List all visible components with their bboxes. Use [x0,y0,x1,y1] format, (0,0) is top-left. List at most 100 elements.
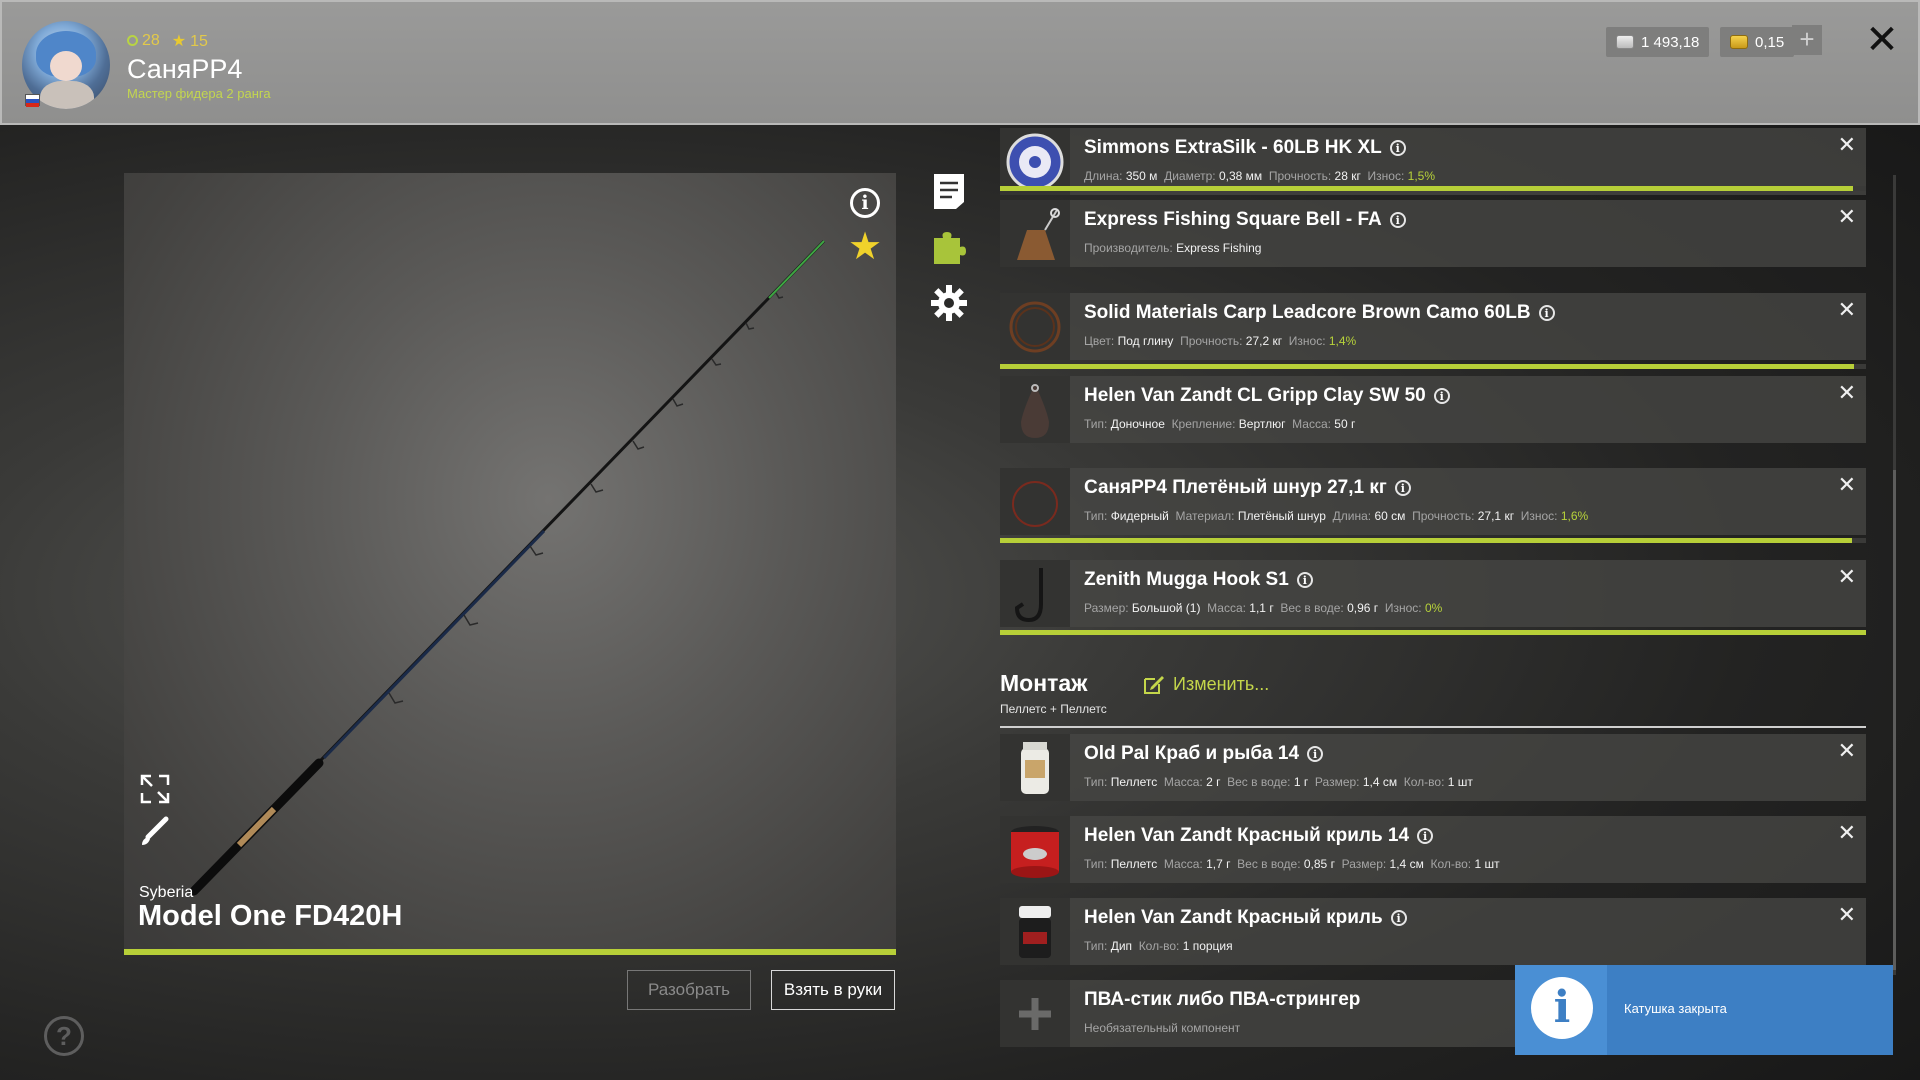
property-label: Тип: [1084,939,1108,953]
username: СаняРР4 [127,54,243,84]
silver-balance: 1 493,18 [1606,27,1710,57]
property-value: 0% [1424,601,1443,615]
remove-item-icon[interactable]: ✕ [1837,564,1856,589]
info-icon[interactable]: i [1538,305,1555,321]
remove-item-icon[interactable]: ✕ [1837,297,1856,322]
item-thumbnail [1000,980,1070,1047]
info-icon[interactable]: i [1417,828,1434,844]
take-in-hands-button[interactable]: Взять в руки [771,970,895,1010]
property-label: Прочность: [1268,169,1332,183]
item-properties: Тип: Доночное Крепление: Вертлюг Масса: … [1084,417,1362,431]
info-icon[interactable]: i [1394,480,1411,496]
remove-item-icon[interactable]: ✕ [1837,472,1856,497]
property-label: Длина: [1084,169,1123,183]
close-icon[interactable]: ✕ [1865,18,1899,62]
info-icon[interactable]: i [1390,910,1407,926]
item-properties: Тип: Пеллетс Масса: 1,7 г Вес в воде: 0,… [1084,857,1506,871]
rig-title: Монтаж [1000,670,1088,696]
rod-name: Model One FD420H [138,900,403,932]
description-icon[interactable] [930,172,968,210]
property-label: Тип: [1084,775,1108,789]
item-title: ПВА-стик либо ПВА-стрингер [1084,989,1361,1010]
info-icon[interactable]: i [1389,140,1406,156]
property-label: Прочность: [1412,509,1475,523]
item-thumbnail [1000,560,1070,627]
help-icon[interactable]: ? [44,1016,84,1056]
property-value: 1,4 см [1362,775,1398,789]
info-icon[interactable]: i [1433,388,1450,404]
property-label: Прочность: [1180,334,1243,348]
info-icon[interactable]: i [1307,746,1324,762]
stars-badge: ★15 [171,33,208,50]
wear-bar [1000,538,1852,543]
property-label: Масса: [1207,601,1246,615]
silver-coin-icon [1616,35,1634,49]
remove-item-icon[interactable]: ✕ [1837,204,1856,229]
remove-item-icon[interactable]: ✕ [1837,132,1856,157]
property-value: 0,85 г [1303,857,1335,871]
property-value: Фидерный [1110,509,1169,523]
gold-coin-icon [1730,35,1748,49]
property-value: 1,6% [1560,509,1589,523]
tackle-item[interactable]: Solid Materials Carp Leadcore Brown Camo… [1000,293,1866,360]
info-icon: i [1531,977,1593,1039]
property-value: 1,5% [1407,169,1435,183]
flag-icon [25,94,40,107]
property-label: Кол-во: [1403,775,1445,789]
property-label: Кол-во: [1430,857,1472,871]
item-thumbnail [1000,200,1070,267]
add-gold-button[interactable]: + [1792,25,1822,55]
rod-preview[interactable] [124,173,896,951]
property-value: 350 м [1125,169,1158,183]
property-label: Размер: [1314,775,1360,789]
remove-item-icon[interactable]: ✕ [1837,380,1856,405]
remove-item-icon[interactable]: ✕ [1837,820,1856,845]
property-value: Под глину [1117,334,1174,348]
property-label: Тип: [1084,509,1108,523]
property-label: Кол-во: [1138,939,1180,953]
info-icon[interactable]: i [850,188,880,218]
property-value: 27,1 кг [1477,509,1515,523]
property-label: Масса: [1292,417,1331,431]
property-label: Износ: [1367,169,1405,183]
gold-balance: 0,15 [1720,27,1795,57]
scrollbar-thumb[interactable] [1893,470,1896,970]
expand-icon[interactable] [138,772,172,806]
property-label: Износ: [1520,509,1558,523]
item-thumbnail [1000,128,1070,195]
disassemble-button[interactable]: Разобрать [627,970,751,1010]
remove-item-icon[interactable]: ✕ [1837,738,1856,763]
property-value: 1 г [1293,775,1309,789]
item-properties: Длина: 350 м Диаметр: 0,38 мм Прочность:… [1084,169,1442,183]
edit-rig-link[interactable]: Изменить... [1143,673,1269,695]
property-label: Тип: [1084,417,1108,431]
item-properties: Цвет: Под глину Прочность: 27,2 кг Износ… [1084,334,1363,348]
gear-icon[interactable] [930,284,968,322]
edit-icon [1144,676,1164,694]
rod-brand: Syberia [139,884,194,901]
notification-message: Катушка закрыта [1624,1001,1727,1016]
puzzle-icon[interactable] [930,228,968,266]
player-stats: 28 ★15 [127,31,208,51]
item-thumbnail [1000,376,1070,443]
brush-icon[interactable] [138,815,172,849]
property-label: Тип: [1084,857,1108,871]
property-value: 27,2 кг [1245,334,1283,348]
remove-item-icon[interactable]: ✕ [1837,902,1856,927]
info-icon[interactable]: i [1296,572,1313,588]
info-icon[interactable]: i [1389,212,1406,228]
favorite-star-icon[interactable]: ★ [848,226,883,268]
item-thumbnail [1000,468,1070,535]
